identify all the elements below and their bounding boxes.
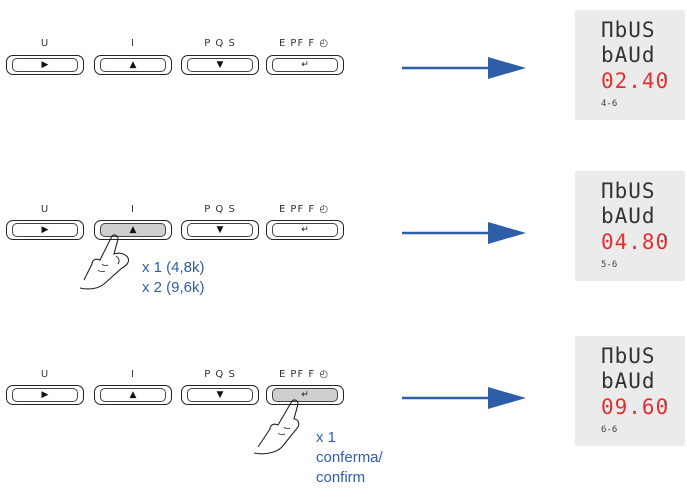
display-line-2: bAUd [601, 369, 656, 393]
display-value: 09.60 [601, 395, 670, 419]
display-unit: k [664, 400, 668, 407]
button-i[interactable]: ▲ [94, 55, 172, 75]
note-line: conferma/ [316, 449, 383, 466]
step-row-3: U ▶ I ▲ P Q S ▼ E PF F ◴ ↵ x 1 conferma/… [0, 336, 687, 499]
button-u[interactable]: ▶ [6, 220, 84, 240]
button-pqs[interactable]: ▼ [181, 55, 259, 75]
button-label-u: U [40, 38, 50, 49]
press-count-note: x 1 (4,8k) x 2 (9,6k) [142, 258, 205, 298]
flow-arrow-icon [402, 222, 526, 244]
down-arrow-icon: ▼ [216, 389, 224, 400]
button-label-u: U [40, 204, 50, 215]
enter-icon: ↵ [301, 224, 309, 235]
button-u[interactable]: ▶ [6, 55, 84, 75]
up-arrow-icon: ▲ [129, 59, 137, 70]
display-line-2: bAUd [601, 204, 656, 228]
note-line: confirm [316, 469, 366, 486]
up-arrow-icon: ▲ [129, 224, 137, 235]
button-label-i: I [131, 204, 135, 215]
display-panel: ΠbUS bAUd 09.60 k 6-6 [575, 336, 685, 446]
display-line-1: ΠbUS [601, 18, 656, 42]
play-icon: ▶ [41, 389, 49, 400]
display-line-1: ΠbUS [601, 344, 656, 368]
display-unit: k [664, 235, 668, 242]
button-label-epff: E PF F ◴ [278, 38, 330, 49]
button-epff[interactable]: ↵ [266, 55, 344, 75]
display-value: 04.80 [601, 230, 670, 254]
hand-pointer-icon [253, 399, 300, 455]
hand-pointer-icon [79, 234, 130, 290]
enter-icon: ↵ [301, 59, 309, 70]
display-page: 4-6 [601, 99, 618, 109]
display-page: 6-6 [601, 425, 618, 435]
button-i[interactable]: ▲ [94, 385, 172, 405]
button-pqs[interactable]: ▼ [181, 220, 259, 240]
play-icon: ▶ [41, 224, 49, 235]
button-epff-pressed[interactable]: ↵ [266, 385, 344, 405]
display-value: 02.40 [601, 69, 670, 93]
button-label-pqs: P Q S [204, 38, 236, 49]
button-label-i: I [131, 369, 135, 380]
button-pqs[interactable]: ▼ [181, 385, 259, 405]
display-line-2: bAUd [601, 43, 656, 67]
button-label-pqs: P Q S [204, 204, 236, 215]
up-arrow-icon: ▲ [129, 389, 137, 400]
play-icon: ▶ [41, 59, 49, 70]
down-arrow-icon: ▼ [216, 59, 224, 70]
note-line: x 1 [316, 429, 337, 446]
display-page: 5-6 [601, 260, 618, 270]
note-line: x 1 (4,8k) [142, 259, 205, 276]
enter-icon: ↵ [301, 389, 309, 400]
display-panel: ΠbUS bAUd 04.80 k 5-6 [575, 171, 685, 281]
note-line: x 2 (9,6k) [142, 279, 205, 296]
display-unit: k [664, 74, 668, 81]
step-row-2: U ▶ I ▲ P Q S ▼ E PF F ◴ ↵ x 1 (4,8k) x … [0, 171, 687, 334]
step-row-1: U ▶ I ▲ P Q S ▼ E PF F ◴ ↵ ΠbUS bAUd 02.… [0, 10, 687, 168]
down-arrow-icon: ▼ [216, 224, 224, 235]
display-panel: ΠbUS bAUd 02.40 k 4-6 [575, 10, 685, 120]
flow-arrow-icon [402, 387, 526, 409]
flow-arrow-icon [402, 57, 526, 79]
button-u[interactable]: ▶ [6, 385, 84, 405]
button-epff[interactable]: ↵ [266, 220, 344, 240]
display-line-1: ΠbUS [601, 179, 656, 203]
button-label-pqs: P Q S [204, 369, 236, 380]
confirm-note: x 1 conferma/ confirm [316, 428, 383, 488]
button-label-epff: E PF F ◴ [278, 369, 330, 380]
button-label-u: U [40, 369, 50, 380]
button-label-i: I [131, 38, 135, 49]
button-label-epff: E PF F ◴ [278, 204, 330, 215]
